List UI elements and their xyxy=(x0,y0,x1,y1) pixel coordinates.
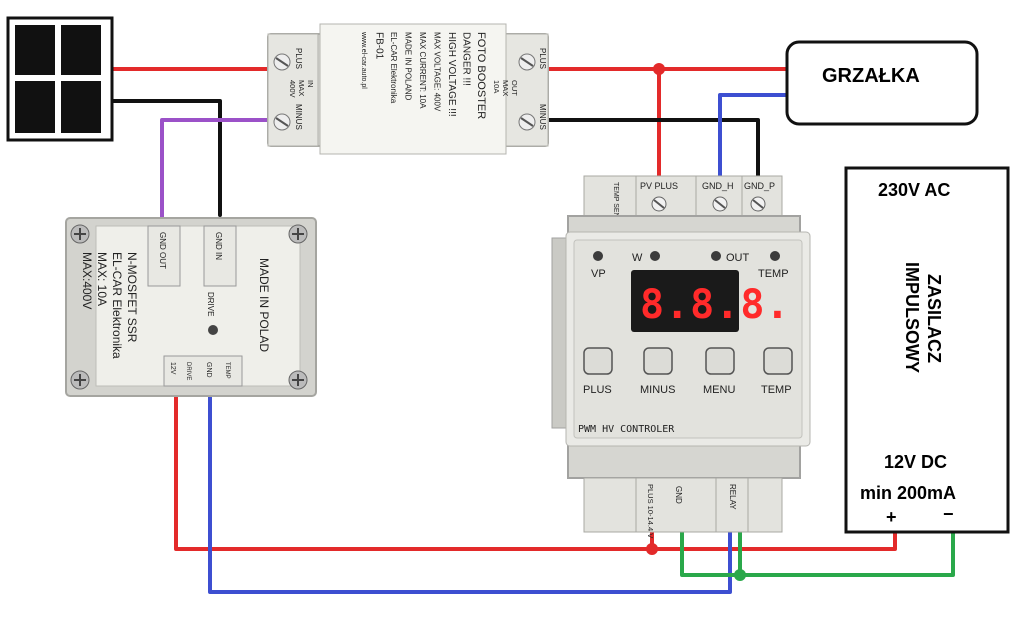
junction-dots xyxy=(646,63,746,581)
plus-button-label: PLUS xyxy=(583,384,612,396)
solar-panel-icon xyxy=(6,16,114,142)
ctrl-plus-supply-label: PLUS 10-14.4 V xyxy=(646,484,655,538)
psu-current-label: min 200mA xyxy=(860,483,956,503)
controller-name: PWM HV CONTROLER xyxy=(578,424,675,435)
ctrl-relay-label: RELAY xyxy=(728,484,737,510)
led-temp-label: TEMP xyxy=(758,268,789,280)
ssr-label-line-1: N-MOSFET SSR xyxy=(125,252,139,343)
ssr-temp-label: TEMP xyxy=(224,362,230,379)
booster-label-line-1: FOTO BOOSTER xyxy=(475,32,487,119)
ssr-drive-led-label: DRIVE xyxy=(206,292,215,316)
ssr-label-line-2: EL-CAR Elektronika xyxy=(110,252,124,359)
booster-in-minus-label: MINUS xyxy=(294,104,303,130)
ctrl-gnd-label: GND xyxy=(674,486,683,504)
booster-label-line-6: MADE IN POLAND xyxy=(404,32,413,101)
psu-name-line-1: ZASILACZ xyxy=(924,274,944,363)
ssr-label-line-4: MAX:400V xyxy=(80,252,94,309)
power-supply-box: 230V AC ZASILACZ IMPULSOWY 12V DC min 20… xyxy=(844,166,1010,534)
ssr-gnd-label: GND xyxy=(205,362,212,378)
psu-plus-label: + xyxy=(886,507,897,527)
junction-dot xyxy=(734,569,746,581)
booster-in-spec: INMAX400V xyxy=(288,80,315,98)
booster-out-spec: OUTMAX10A xyxy=(492,80,519,96)
ssr-label-line-3: MAX: 10A xyxy=(95,252,109,306)
menu-button-label: MENU xyxy=(703,384,735,396)
psu-minus-label: − xyxy=(943,504,954,524)
wire-black-booster-to-gndp xyxy=(543,118,760,182)
ssr-gnd-in-label: GND IN xyxy=(214,232,223,260)
wire-purple-booster-to-ssr xyxy=(160,118,274,222)
ctrl-pv-plus-label: PV PLUS xyxy=(640,181,678,191)
wire-blue-heater-to-gndh xyxy=(718,93,792,182)
menu-button[interactable] xyxy=(705,347,735,375)
pwm-controller: TEMP SENSOR PV PLUS GND_H GND_P VP W OUT… xyxy=(551,175,811,538)
psu-name-line-2: IMPULSOWY xyxy=(902,262,922,373)
wire-green-gnd xyxy=(680,530,955,577)
led-out-label: OUT xyxy=(726,252,750,264)
minus-button[interactable] xyxy=(643,347,673,375)
ssr-module: GND OUT GND IN 12V DRIVE GND TEMP DRIVE … xyxy=(65,217,317,397)
led-vp-label: VP xyxy=(591,268,606,280)
led-w-label: W xyxy=(632,252,643,264)
seven-segment-display xyxy=(631,270,739,332)
wire-black-panel-to-booster xyxy=(110,99,222,217)
junction-dot xyxy=(646,543,658,555)
led-out-icon xyxy=(711,251,721,261)
foto-booster-module: PLUS MINUS INMAX400V PLUS MINUS OUTMAX10… xyxy=(267,23,549,155)
led-temp-icon xyxy=(770,251,780,261)
booster-in-plus-label: PLUS xyxy=(294,48,303,69)
booster-label-line-9: www.el-car.auto.pl xyxy=(360,31,367,89)
minus-button-label: MINUS xyxy=(640,384,675,396)
led-w-icon xyxy=(650,251,660,261)
ctrl-temp-sensor-label: TEMP SENSOR xyxy=(612,182,619,233)
wire-red-ssr-12v xyxy=(174,388,897,551)
psu-dc-label: 12V DC xyxy=(884,452,947,472)
ctrl-gnd-h-label: GND_H xyxy=(702,181,734,191)
display-value: 8.8.8. xyxy=(640,282,791,328)
booster-label-line-8: FB-01 xyxy=(374,32,385,60)
booster-label-line-2: DANGER !!! xyxy=(461,32,472,86)
booster-label-line-5: MAX CURRENT: 10A xyxy=(418,32,427,109)
ssr-drive-label: DRIVE xyxy=(185,362,191,380)
wires xyxy=(110,67,955,594)
booster-label-line-4: MAX VOLTAGE: 400V xyxy=(433,32,442,112)
booster-out-plus-label: PLUS xyxy=(538,48,547,69)
plus-button[interactable] xyxy=(583,347,613,375)
junction-dot xyxy=(653,63,665,75)
ssr-gnd-out-label: GND OUT xyxy=(158,232,167,269)
psu-ac-label: 230V AC xyxy=(878,180,950,200)
booster-out-minus-label: MINUS xyxy=(538,104,547,130)
heater-box: GRZAŁKA xyxy=(785,40,979,126)
drive-led-icon xyxy=(208,325,218,335)
led-vp-icon xyxy=(593,251,603,261)
temp-button[interactable] xyxy=(763,347,793,375)
temp-button-label: TEMP xyxy=(761,384,792,396)
ssr-12v-label: 12V xyxy=(169,362,176,375)
wire-blue-ssr-to-relay xyxy=(208,390,732,594)
booster-label-line-3: HIGH VOLTAGE !!! xyxy=(446,32,457,117)
ssr-made-in: MADE IN POLAD xyxy=(257,258,271,352)
booster-label-line-7: EL-CAR Elektronika xyxy=(389,32,398,104)
ctrl-gnd-p-label: GND_P xyxy=(744,181,775,191)
heater-label: GRZAŁKA xyxy=(822,65,920,87)
